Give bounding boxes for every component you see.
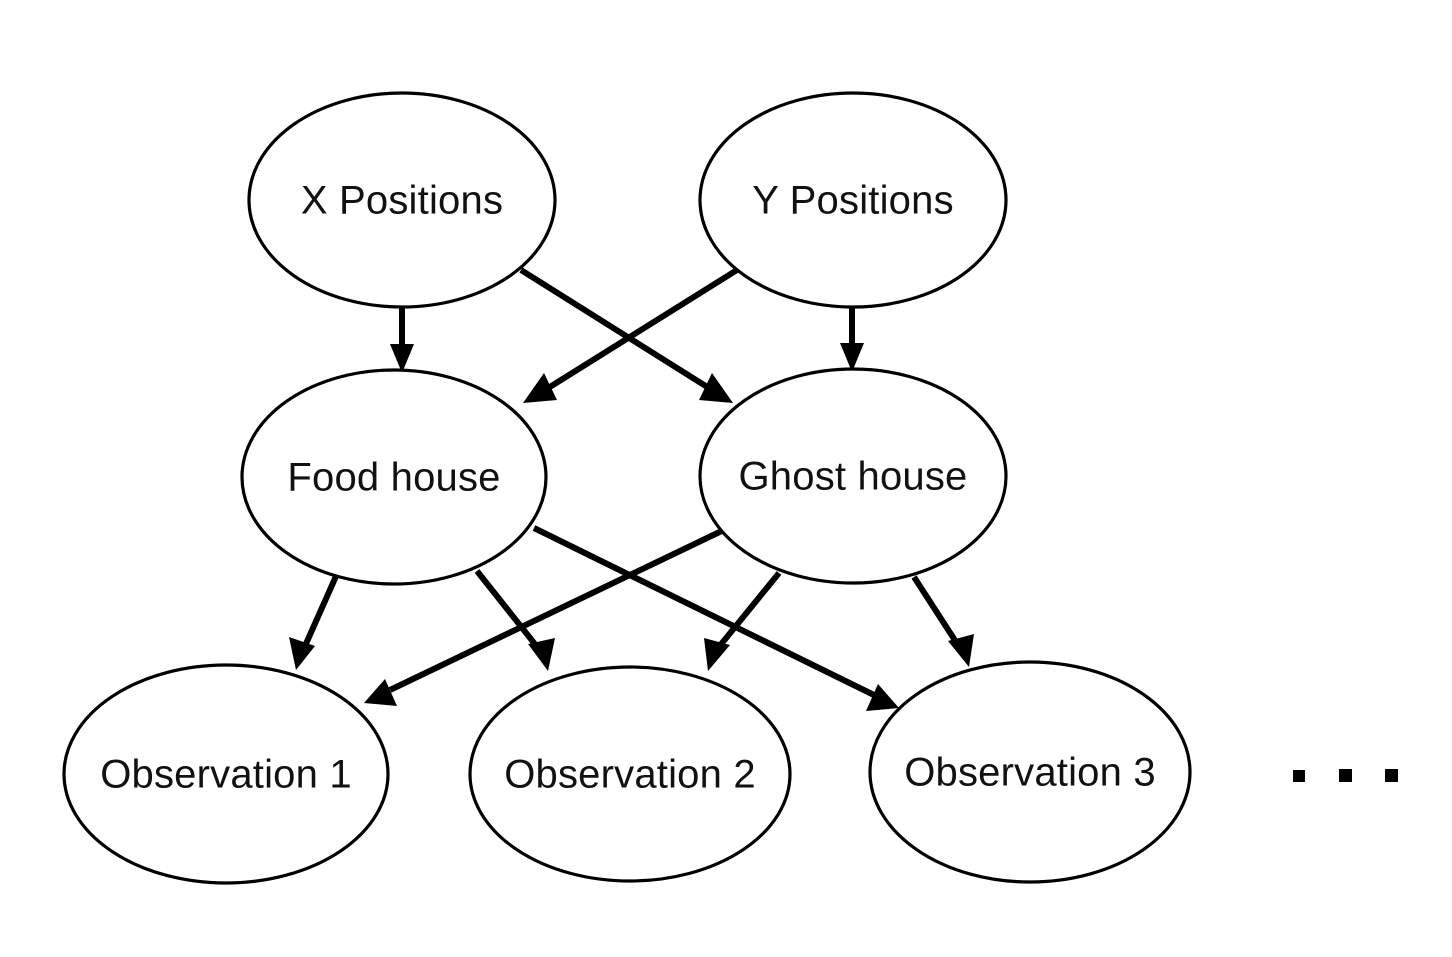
arrow-head-icon (523, 373, 557, 403)
node-food-house[interactable]: Food house (240, 368, 548, 586)
edge-line (519, 267, 714, 393)
node-ellipse[interactable] (698, 367, 1008, 585)
arrow-head-icon (948, 634, 974, 667)
node-ellipse[interactable] (468, 665, 792, 883)
node-y-positions[interactable]: Y Positions (698, 91, 1008, 309)
node-label: X Positions (301, 179, 503, 223)
ellipsis-dot (1293, 770, 1305, 782)
node-observation-3[interactable]: Observation 3 (868, 660, 1192, 884)
edge-ghost-house-to-observation-2 (704, 571, 782, 671)
edge-food-house-to-observation-1 (289, 572, 340, 670)
edge-ghost-house-to-observation-3 (911, 575, 974, 667)
node-label: Y Positions (752, 179, 954, 223)
edges-layer (289, 267, 974, 711)
node-observation-2[interactable]: Observation 2 (468, 665, 792, 883)
arrow-head-icon (840, 343, 864, 372)
ellipsis-dot (1385, 769, 1398, 782)
arrow-head-icon (390, 344, 414, 373)
node-ellipse[interactable] (62, 663, 390, 885)
edge-y-positions-to-ghost-house (840, 303, 864, 372)
node-label: Ghost house (738, 455, 967, 499)
edge-line (388, 524, 732, 693)
node-ghost-house[interactable]: Ghost house (698, 367, 1008, 585)
arrow-head-icon (699, 373, 733, 403)
node-label: Observation 3 (904, 751, 1156, 795)
node-observation-1[interactable]: Observation 1 (62, 663, 390, 885)
arrow-head-icon (289, 637, 315, 670)
edge-line (474, 569, 541, 650)
edge-ghost-house-to-observation-1 (364, 524, 732, 706)
arrow-head-icon (704, 638, 730, 671)
arrow-head-icon (364, 679, 397, 706)
edge-y-positions-to-food-house (523, 267, 739, 403)
node-ellipse[interactable] (698, 91, 1008, 309)
edge-line (532, 525, 876, 698)
nodes-layer: X Positions Y Positions Food house Ghost… (62, 91, 1192, 885)
node-label: Observation 1 (100, 753, 352, 797)
edge-line (715, 571, 782, 650)
edge-line (302, 572, 340, 648)
node-label: Food house (287, 456, 500, 500)
node-ellipse[interactable] (247, 91, 557, 309)
edge-food-house-to-observation-2 (474, 569, 555, 671)
ellipsis-dot (1339, 769, 1352, 782)
edge-line (543, 267, 739, 393)
node-ellipse[interactable] (240, 368, 548, 586)
edge-food-house-to-observation-3 (532, 525, 899, 711)
node-x-positions[interactable]: X Positions (247, 91, 557, 309)
arrow-head-icon (528, 638, 555, 671)
edge-line (911, 575, 961, 647)
ellipsis-more-observations (1293, 769, 1398, 782)
node-label: Observation 2 (504, 753, 756, 797)
edge-x-positions-to-food-house (390, 307, 414, 373)
node-ellipse[interactable] (868, 660, 1192, 884)
arrow-head-icon (866, 684, 899, 711)
edge-x-positions-to-ghost-house (519, 267, 733, 403)
